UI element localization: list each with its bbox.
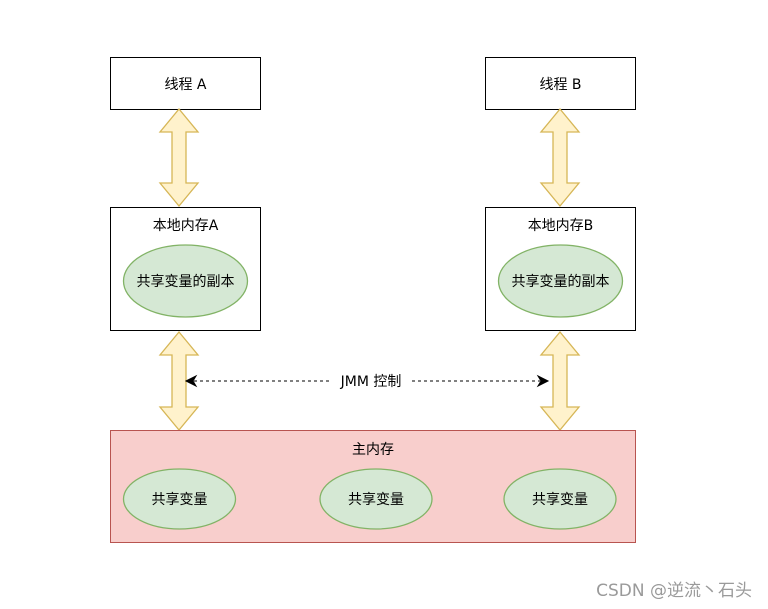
shared-variable-2: [319, 468, 433, 530]
jmm-control-label: JMM 控制: [340, 374, 402, 390]
shared-variable-1: [122, 468, 237, 530]
jmm-control-connector: JMM 控制: [184, 374, 550, 390]
local-memory-a: 本地内存A 共享变量的副本: [110, 207, 261, 331]
arrow-thread-a-local-a: [158, 107, 200, 208]
jmm-arrowhead-right: [536, 374, 550, 388]
shared-variable-copy-a: [122, 244, 249, 318]
shared-variable-1-label: 共享变量: [152, 491, 208, 508]
local-memory-b: 本地内存B 共享变量的副本: [485, 207, 636, 331]
shared-variable-copy-b-label: 共享变量的副本: [512, 273, 610, 290]
shared-variable-2-label: 共享变量: [348, 491, 404, 508]
thread-b-label: 线程 B: [539, 77, 581, 93]
local-memory-b-label: 本地内存B: [528, 218, 594, 234]
local-memory-a-label: 本地内存A: [153, 218, 219, 234]
watermark-text: CSDN @逆流丶石头: [596, 581, 752, 601]
shared-variable-3-label: 共享变量: [532, 491, 588, 508]
shared-variable-copy-b: [497, 244, 624, 318]
thread-b-box: 线程 B: [485, 57, 636, 110]
main-memory: 主内存 共享变量 共享变量 共享变量: [110, 430, 636, 543]
shared-variable-copy-a-label: 共享变量的副本: [137, 273, 235, 290]
thread-a-box: 线程 A: [110, 57, 261, 110]
main-memory-label: 主内存: [352, 442, 394, 458]
jmm-arrowhead-left: [184, 374, 198, 388]
thread-a-label: 线程 A: [164, 77, 206, 93]
arrow-thread-b-local-b: [539, 107, 581, 208]
shared-variable-3: [503, 468, 617, 530]
